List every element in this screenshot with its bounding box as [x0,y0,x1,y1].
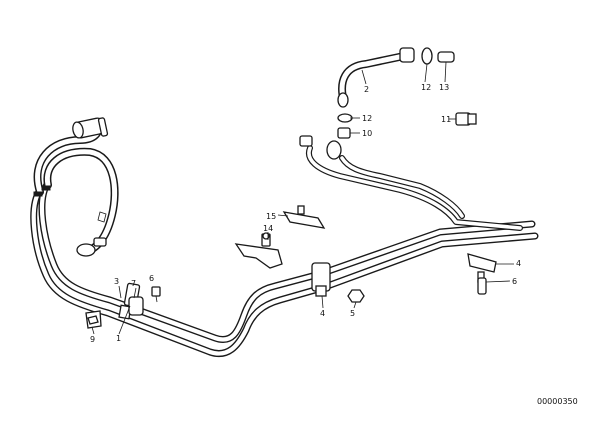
main-bracket-4 [311,262,331,297]
callout-4-right: 4 [516,259,521,268]
leader-lines [91,61,514,335]
lower-hose-clamp [76,211,107,257]
callout-1: 1 [116,334,121,343]
callout-3: 3 [114,277,119,286]
callout-6-left: 6 [149,274,154,283]
nut-5 [347,289,365,303]
clip-15 [282,205,326,229]
bolt-6-left [151,286,161,303]
callout-11: 11 [441,115,451,124]
callout-13: 13 [439,83,449,92]
callout-14: 14 [263,224,273,233]
pipe-end-fitting [299,135,342,160]
upper-left-fitting [72,117,109,139]
callout-2: 2 [364,85,369,94]
callout-15: 15 [266,212,276,221]
sensor-11 [455,112,477,126]
bolt-10 [337,127,351,139]
return-hose-end [337,47,415,108]
callout-4-left: 4 [320,309,325,318]
callout-12-upper: 12 [421,83,431,92]
callouts: 2 12 13 12 11 10 15 14 4 6 3 7 6 4 5 1 9 [90,83,521,344]
ring-12-upper [421,47,433,65]
callout-5: 5 [350,309,355,318]
upper-pipe-pair [305,145,523,231]
bracket-left-mount [85,310,102,329]
main-pipe-pair [30,179,539,357]
callout-12-lower: 12 [362,114,372,123]
callout-9: 9 [90,335,95,344]
callout-7: 7 [131,279,136,288]
center-bracket-14 [234,232,283,269]
clamp-7 [128,296,144,316]
bolt-6-right [477,277,487,295]
left-hose-sleeves [33,185,51,197]
callout-10: 10 [362,129,372,138]
callout-6-right: 6 [512,277,517,286]
banjo-bolt-13 [437,51,455,63]
ring-12-lower [337,113,353,123]
diagram-id: 00000350 [537,397,578,406]
return-hose [338,52,408,106]
